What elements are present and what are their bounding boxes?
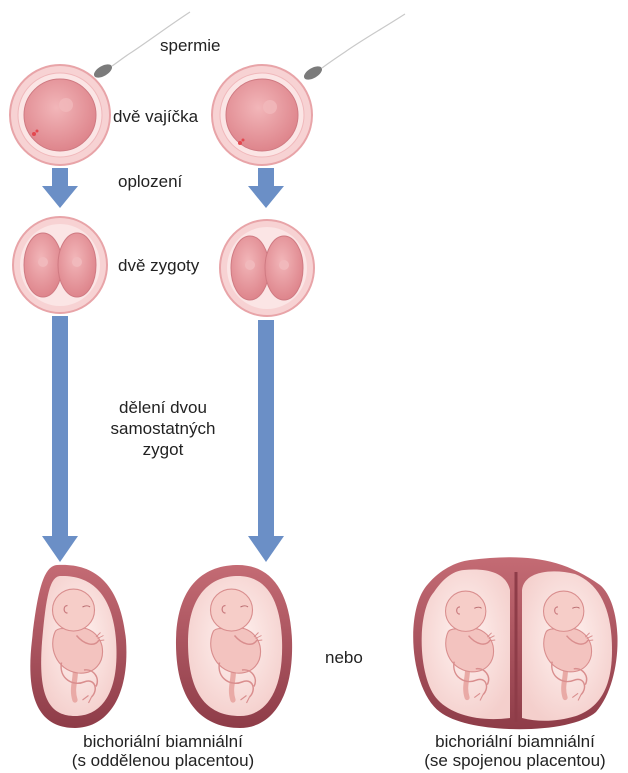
egg-left	[10, 65, 110, 165]
fertilization-label: oplození	[118, 172, 182, 192]
eggs-label: dvě vajíčka	[113, 107, 198, 127]
division-label-line3: zygot	[98, 440, 228, 460]
right-caption-line1: bichoriální biamniální	[405, 732, 625, 752]
zygotes-label: dvě zygoty	[118, 256, 199, 276]
division-label-line2: samostatných	[98, 419, 228, 439]
arrow-division-right	[248, 320, 284, 562]
sac-fused	[413, 557, 617, 729]
zygote-right	[220, 220, 314, 316]
egg-right	[212, 65, 312, 165]
or-label: nebo	[325, 648, 363, 668]
sperm-label: spermie	[160, 36, 220, 56]
division-label-line1: dělení dvou	[98, 398, 228, 418]
left-caption-line2: (s oddělenou placentou)	[48, 751, 278, 771]
left-caption-line1: bichoriální biamniální	[48, 732, 278, 752]
arrow-division-left	[42, 316, 78, 562]
arrow-fertilization-left	[42, 168, 78, 208]
sac-separate-left	[30, 565, 126, 728]
zygote-left	[13, 217, 107, 313]
sac-separate-right	[176, 565, 292, 728]
sperm-right	[302, 14, 405, 82]
right-caption-line2: (se spojenou placentou)	[405, 751, 625, 771]
arrow-fertilization-right	[248, 168, 284, 208]
